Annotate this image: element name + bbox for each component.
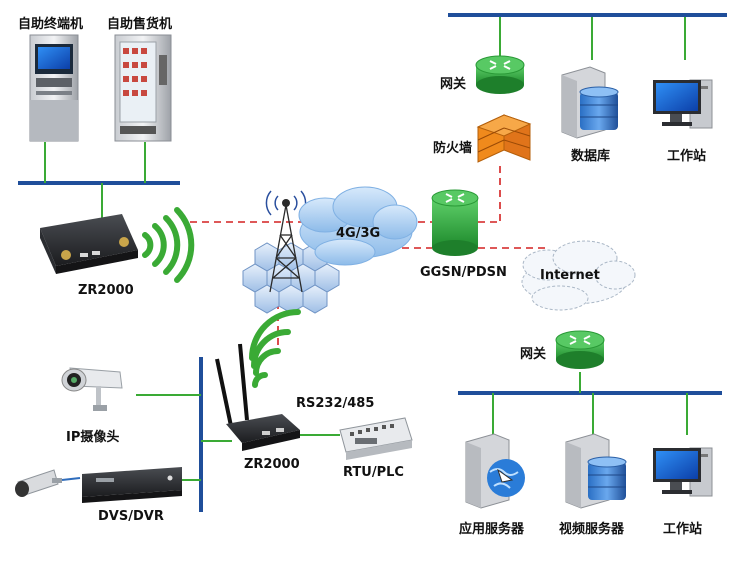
label-workstation-bottom: 工作站 (663, 522, 703, 537)
database-server-icon (561, 66, 619, 139)
label-internet: Internet (540, 268, 600, 283)
firewall-icon (476, 114, 532, 163)
cloud-internet-icon (521, 240, 636, 311)
label-gateway-bottom: 网关 (520, 347, 547, 362)
zr2000-top-router-icon (40, 214, 138, 274)
ip-camera-icon (61, 367, 123, 411)
vending-machine-icon (114, 34, 172, 142)
kiosk-icon (29, 34, 79, 142)
wifi-signal-icon-bottom (249, 309, 301, 388)
workstation-top-icon (653, 79, 713, 129)
cell-tower-icon (242, 190, 340, 314)
label-ip-camera: IP摄像头 (66, 430, 120, 445)
label-4g3g: 4G/3G (336, 226, 381, 241)
label-zr2000-bottom: ZR2000 (244, 457, 300, 472)
analog-camera-icon (15, 469, 81, 497)
app-server-icon (465, 433, 525, 509)
dvr-device-icon (82, 467, 182, 503)
gateway-top-router-icon (475, 55, 525, 94)
gateway-bottom-router-icon (555, 330, 605, 369)
label-firewall: 防火墙 (433, 141, 473, 156)
label-rs232-485: RS232/485 (296, 396, 375, 411)
ggsn-router-icon (431, 189, 479, 256)
label-database: 数据库 (571, 149, 611, 164)
zr2000-bottom-router-icon (215, 343, 300, 451)
cloud-4g3g-icon (298, 186, 418, 266)
green-links (44, 17, 688, 481)
label-rtu-plc: RTU/PLC (343, 465, 404, 480)
label-dvs-dvr: DVS/DVR (98, 509, 164, 524)
wifi-signal-icon-top (142, 207, 195, 283)
label-ggsn: GGSN/PDSN (420, 265, 507, 280)
video-server-icon (565, 433, 627, 509)
rtu-plc-icon (339, 417, 413, 460)
workstation-bottom-icon (653, 447, 713, 497)
label-app-server: 应用服务器 (459, 522, 525, 537)
label-kiosk: 自助终端机 (18, 17, 84, 32)
label-zr2000-top: ZR2000 (78, 283, 134, 298)
label-vending-machine: 自助售货机 (107, 17, 173, 32)
label-workstation-top: 工作站 (667, 149, 707, 164)
label-gateway-top: 网关 (440, 77, 467, 92)
label-video-server: 视频服务器 (559, 522, 625, 537)
